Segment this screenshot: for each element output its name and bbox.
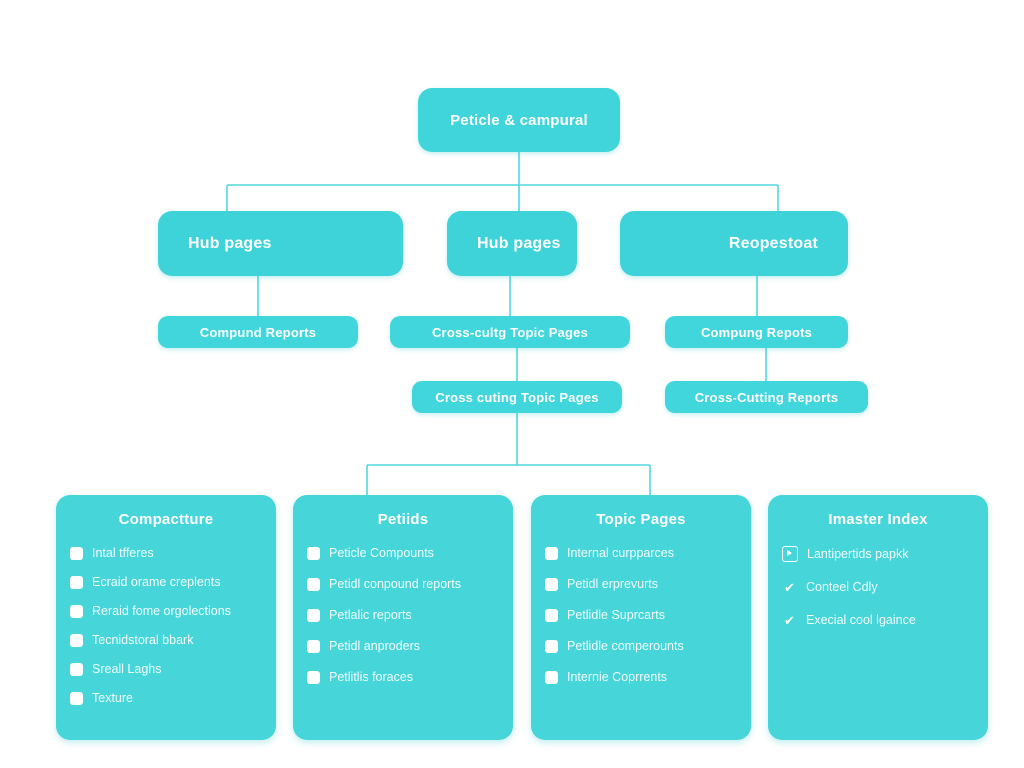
pill-cross-cutting-reports[interactable]: Cross-Cutting Reports [665, 381, 868, 413]
checkbox-icon[interactable] [70, 663, 83, 676]
list-item[interactable]: Intal tfferes [70, 546, 262, 561]
list-item-label: Internie Coprrents [567, 670, 668, 684]
list-item[interactable]: Tecnidstoral bbark [70, 633, 262, 648]
check-icon: ✔ [784, 613, 795, 628]
list-item-label: Petidl erprevurts [567, 577, 659, 591]
list-item-label: Petlidle comperounts [567, 639, 684, 653]
card-imaster-index-list: Lantipertids papkk ✔ Conteel Cdly ✔ Exec… [782, 546, 974, 628]
media-play-icon[interactable] [782, 546, 798, 562]
node-hub-pages-left-label: Hub pages [188, 234, 272, 252]
pill-compung-repots[interactable]: Compung Repots [665, 316, 848, 348]
checkbox-icon[interactable] [307, 609, 320, 622]
checkbox-icon[interactable] [70, 576, 83, 589]
check-icon: ✔ [784, 580, 795, 595]
card-petiids[interactable]: Petiids Peticle Compounts Petidl conpoun… [293, 495, 513, 740]
list-item-label: Lantipertids papkk [807, 546, 909, 561]
list-item[interactable]: Internal curpparces [545, 546, 737, 561]
checkbox-icon[interactable] [307, 578, 320, 591]
list-item-label: Petlidle Suprcarts [567, 608, 665, 622]
pill-cross-cuting-topic-pages-label: Cross cuting Topic Pages [435, 389, 599, 405]
node-hub-pages-middle-label: Hub pages [477, 234, 561, 252]
card-topic-pages[interactable]: Topic Pages Internal curpparces Petidl e… [531, 495, 751, 740]
checkbox-icon[interactable] [545, 640, 558, 653]
list-item-label: Petidl conpound reports [329, 577, 462, 591]
card-topic-pages-title: Topic Pages [596, 511, 686, 528]
list-item[interactable]: Petidl anproders [307, 639, 499, 654]
card-compactture-title: Compactture [118, 511, 214, 528]
node-root[interactable]: Peticle & campural [418, 88, 620, 152]
checkbox-icon[interactable] [545, 547, 558, 560]
checkbox-icon[interactable] [70, 634, 83, 647]
list-item-label: Petidl anproders [329, 639, 421, 653]
checkbox-icon[interactable] [307, 640, 320, 653]
list-item-label: Execial cool lgaince [806, 613, 916, 627]
list-item-label: Ecraid orame creplents [92, 575, 221, 589]
card-petiids-list: Peticle Compounts Petidl conpound report… [307, 546, 499, 685]
list-item-label: Petlitlis foraces [329, 670, 414, 684]
list-item[interactable]: Petlitlis foraces [307, 670, 499, 685]
checkbox-icon[interactable] [545, 609, 558, 622]
list-item-label: Internal curpparces [567, 546, 675, 560]
list-item-label: Peticle Compounts [329, 546, 434, 560]
card-petiids-title: Petiids [377, 511, 429, 528]
card-imaster-index-title: Imaster Index [828, 511, 928, 528]
checkbox-icon[interactable] [70, 605, 83, 618]
list-item[interactable]: Lantipertids papkk [782, 546, 974, 562]
pill-compung-repots-label: Compung Repots [700, 324, 813, 340]
checkbox-icon[interactable] [307, 671, 320, 684]
list-item[interactable]: ✔ Conteel Cdly [782, 580, 974, 595]
list-item-label: Reraid fome orgolections [92, 604, 231, 618]
list-item[interactable]: ✔ Execial cool lgaince [782, 613, 974, 628]
card-compactture-list: Intal tfferes Ecraid orame creplents Rer… [70, 546, 262, 706]
list-item[interactable]: Petidl erprevurts [545, 577, 737, 592]
checkbox-icon[interactable] [70, 547, 83, 560]
list-item-label: Petlalic reports [329, 608, 412, 622]
pill-compund-reports[interactable]: Compund Reports [158, 316, 358, 348]
list-item[interactable]: Reraid fome orgolections [70, 604, 262, 619]
list-item-label: Tecnidstoral bbark [92, 633, 194, 647]
list-item[interactable]: Peticle Compounts [307, 546, 499, 561]
checkbox-icon[interactable] [545, 578, 558, 591]
list-item[interactable]: Ecraid orame creplents [70, 575, 262, 590]
list-item-label: Conteel Cdly [806, 580, 878, 594]
list-item[interactable]: Texture [70, 691, 262, 706]
node-hub-pages-middle[interactable]: Hub pages [447, 211, 577, 276]
node-root-label: Peticle & campural [450, 111, 588, 129]
pill-compund-reports-label: Compund Reports [199, 324, 317, 340]
list-item-label: Sreall Laghs [92, 662, 162, 676]
list-item[interactable]: Petidl conpound reports [307, 577, 499, 592]
checkbox-icon[interactable] [545, 671, 558, 684]
list-item[interactable]: Sreall Laghs [70, 662, 262, 677]
card-topic-pages-list: Internal curpparces Petidl erprevurts Pe… [545, 546, 737, 685]
card-imaster-index[interactable]: Imaster Index Lantipertids papkk ✔ Conte… [768, 495, 988, 740]
pill-cross-cutting-reports-label: Cross-Cutting Reports [694, 389, 839, 405]
list-item[interactable]: Petlidle comperounts [545, 639, 737, 654]
node-reopestoat[interactable]: Reopestoat [620, 211, 848, 276]
pill-cross-cultg-topic-pages[interactable]: Cross-cultg Topic Pages [390, 316, 630, 348]
checkbox-icon[interactable] [70, 692, 83, 705]
pill-cross-cuting-topic-pages[interactable]: Cross cuting Topic Pages [412, 381, 622, 413]
checkbox-icon[interactable] [307, 547, 320, 560]
list-item[interactable]: Internie Coprrents [545, 670, 737, 685]
list-item-label: Texture [92, 691, 133, 705]
node-hub-pages-left[interactable]: Hub pages [158, 211, 403, 276]
pill-cross-cultg-topic-pages-label: Cross-cultg Topic Pages [431, 324, 589, 340]
card-compactture[interactable]: Compactture Intal tfferes Ecraid orame c… [56, 495, 276, 740]
list-item[interactable]: Petlalic reports [307, 608, 499, 623]
list-item-label: Intal tfferes [92, 546, 154, 560]
node-reopestoat-label: Reopestoat [728, 234, 818, 252]
list-item[interactable]: Petlidle Suprcarts [545, 608, 737, 623]
